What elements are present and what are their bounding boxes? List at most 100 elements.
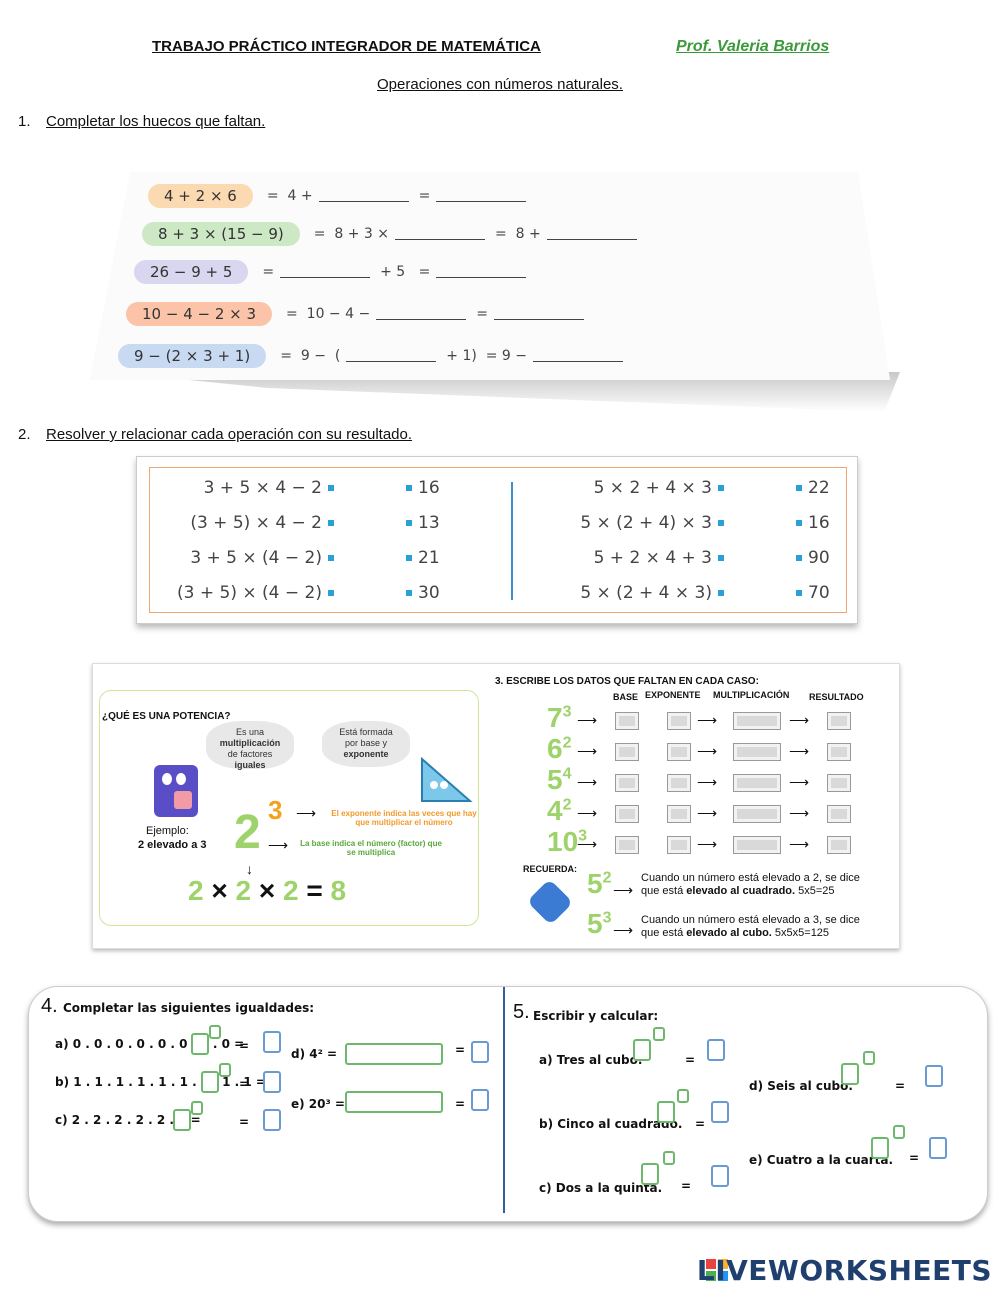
answer-4b-base[interactable] [201,1071,219,1093]
left-result[interactable]: 21 [400,548,440,568]
answer-5d-base[interactable] [841,1063,859,1085]
answer-5b-result[interactable] [711,1101,729,1123]
answer-5a-exp[interactable] [653,1027,665,1041]
answer-5e-exp[interactable] [893,1125,905,1139]
answer-5c-base[interactable] [641,1163,659,1185]
answer-5b-base[interactable] [657,1101,675,1123]
left-result[interactable]: 16 [400,478,440,498]
blank-line[interactable] [436,190,527,202]
answer-4c-base[interactable] [173,1109,191,1131]
answer-4e-result[interactable] [471,1089,489,1111]
left-operation[interactable]: 3 + 5 × 4 − 2 [150,478,340,498]
left-result[interactable]: 13 [400,513,440,533]
blank-line[interactable] [318,190,409,202]
example-text: 2 elevado a 3 [138,839,207,851]
match-dot[interactable] [406,485,412,491]
base-box[interactable] [615,805,639,823]
base-box[interactable] [615,743,639,761]
blank-line[interactable] [346,350,437,362]
right-operation[interactable]: 5 × (2 + 4 × 3) [530,583,730,603]
match-dot[interactable] [406,520,412,526]
match-dot[interactable] [328,590,334,596]
answer-5e-result[interactable] [929,1137,947,1159]
blank-line[interactable] [395,228,486,240]
arrow-icon: ⟶ [577,774,598,790]
left-result[interactable]: 30 [400,583,440,603]
exponent-box[interactable] [667,836,691,854]
remember-cube-text: Cuando un número está elevado a 3, se di… [641,914,860,939]
blank-line[interactable] [376,308,467,320]
exercise-1-row: 10 − 4 − 2 × 3= 10 − 4 −= [126,300,590,328]
exponent-box[interactable] [667,743,691,761]
exponent-box[interactable] [667,805,691,823]
multiplication-box[interactable] [733,712,781,730]
blank-line[interactable] [280,266,371,278]
multiplication-box[interactable] [733,805,781,823]
blank-line[interactable] [493,308,584,320]
base-box[interactable] [615,712,639,730]
match-dot[interactable] [328,555,334,561]
answer-4a-exp[interactable] [209,1025,221,1039]
multiplication-box[interactable] [733,774,781,792]
match-dot[interactable] [718,485,724,491]
answer-4a-result[interactable] [263,1031,281,1053]
match-dot[interactable] [406,555,412,561]
answer-5c-exp[interactable] [663,1151,675,1165]
answer-5e-base[interactable] [871,1137,889,1159]
left-operation[interactable]: (3 + 5) × 4 − 2 [150,513,340,533]
right-operation[interactable]: 5 × 2 + 4 × 3 [530,478,730,498]
answer-5b-exp[interactable] [677,1089,689,1103]
left-operation[interactable]: 3 + 5 × (4 − 2) [150,548,340,568]
match-dot[interactable] [406,590,412,596]
answer-5d-exp[interactable] [863,1051,875,1065]
right-result[interactable]: 70 [790,583,830,603]
result-box[interactable] [827,743,851,761]
answer-4b-exp[interactable] [219,1063,231,1077]
right-operation[interactable]: 5 + 2 × 4 + 3 [530,548,730,568]
match-dot[interactable] [718,555,724,561]
multiplication-box[interactable] [733,836,781,854]
multiplication-box[interactable] [733,743,781,761]
answer-4d-result[interactable] [471,1041,489,1063]
exponent-box[interactable] [667,774,691,792]
base-box[interactable] [615,774,639,792]
blank-line[interactable] [546,228,637,240]
answer-5c-result[interactable] [711,1165,729,1187]
match-dot[interactable] [796,555,802,561]
result-box[interactable] [827,774,851,792]
match-dot[interactable] [328,520,334,526]
answer-5d-result[interactable] [925,1065,943,1087]
result-box[interactable] [827,805,851,823]
right-result[interactable]: 16 [790,513,830,533]
answer-4d-multiplication[interactable] [345,1043,443,1065]
match-dot[interactable] [718,520,724,526]
answer-5a-base[interactable] [633,1039,651,1061]
answer-4b-result[interactable] [263,1071,281,1093]
exponent-box[interactable] [667,712,691,730]
answer-4e-multiplication[interactable] [345,1091,443,1113]
example-base: 2 [234,806,261,859]
left-operation[interactable]: (3 + 5) × (4 − 2) [150,583,340,603]
answer-4c-result[interactable] [263,1109,281,1131]
right-operation[interactable]: 5 × (2 + 4) × 3 [530,513,730,533]
match-dot[interactable] [796,485,802,491]
item-4c: c) 2 . 2 . 2 . 2 . 2 . 2 = [55,1113,201,1127]
example-multiplication: 2 × 2 × 2 = 8 [188,875,347,906]
blank-line[interactable] [436,266,527,278]
match-dot[interactable] [718,590,724,596]
answer-4c-exp[interactable] [191,1101,203,1115]
answer-5a-result[interactable] [707,1039,725,1061]
liveworksheets-logo-icon [706,1259,728,1281]
worksheet-title: TRABAJO PRÁCTICO INTEGRADOR DE MATEMÁTIC… [152,38,541,55]
result-box[interactable] [827,712,851,730]
blank-line[interactable] [533,350,624,362]
match-dot[interactable] [796,590,802,596]
match-dot[interactable] [796,520,802,526]
cloud-multiplication: Es una multiplicación de factores iguale… [206,721,294,770]
right-result[interactable]: 90 [790,548,830,568]
match-dot[interactable] [328,485,334,491]
base-box[interactable] [615,836,639,854]
result-box[interactable] [827,836,851,854]
right-result[interactable]: 22 [790,478,830,498]
answer-4a-base[interactable] [191,1033,209,1055]
